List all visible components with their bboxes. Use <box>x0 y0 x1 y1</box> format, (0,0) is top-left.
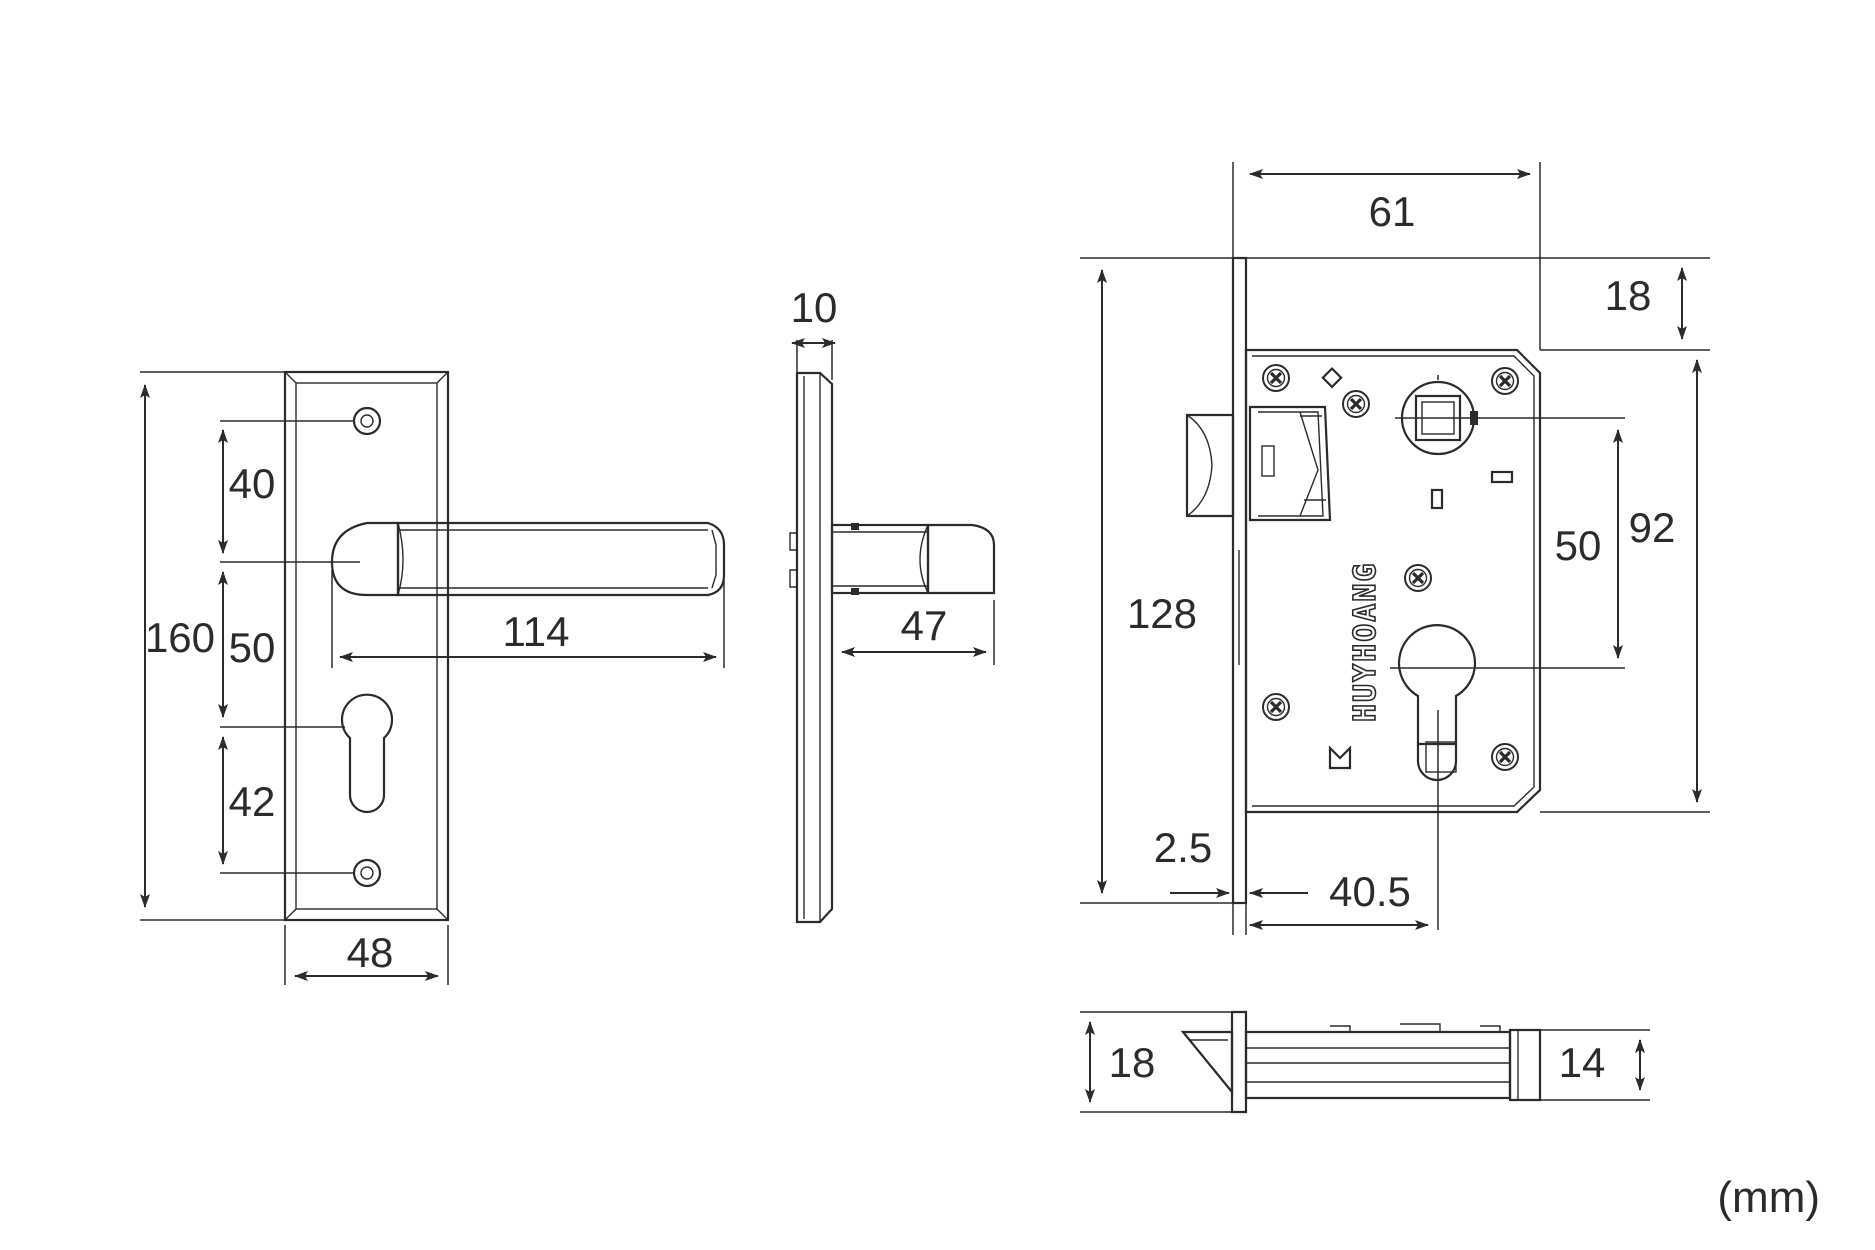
mortise-lock-body-view: HUYHOANG 61 18 128 50 92 2.5 40.5 <box>1080 162 1710 935</box>
dim-screw-to-handle: 40 <box>229 460 276 507</box>
screw-icon <box>1403 563 1433 593</box>
screw-icon <box>1490 742 1520 772</box>
dim-backset: 61 <box>1369 188 1416 235</box>
dim-plate-height: 160 <box>145 614 215 661</box>
dim-center-distance: 92 <box>1629 504 1676 551</box>
unit-label: (mm) <box>1717 1173 1820 1222</box>
dim-cylinder-to-screw: 42 <box>229 778 276 825</box>
dim-case-depth: 14 <box>1559 1039 1606 1086</box>
screw-icon <box>1490 366 1520 396</box>
bottom-screw-hole-icon <box>352 858 382 888</box>
mortise-lock-bottom-view: 18 14 <box>1080 1010 1650 1114</box>
dim-faceplate-width: 18 <box>1109 1039 1156 1086</box>
lock-cylinder-hole-icon <box>1397 624 1477 782</box>
dim-lever-length: 114 <box>503 608 570 655</box>
brand-label: HUYHOANG <box>1348 562 1383 723</box>
screw-icon <box>1261 692 1291 722</box>
dim-handle-cylinder-distance: 50 <box>1555 522 1602 569</box>
backplate-side-view: 10 47 <box>789 284 996 924</box>
screw-icon <box>1261 363 1291 393</box>
dim-plate-thickness: 10 <box>791 284 838 331</box>
dim-handle-to-cylinder: 50 <box>229 624 276 671</box>
top-screw-hole-icon <box>352 406 382 436</box>
lever-handle-icon <box>330 521 726 597</box>
latch-bolt-icon <box>1185 405 1332 522</box>
dim-plate-width: 48 <box>347 929 394 976</box>
backplate-front-view: 160 40 50 42 48 114 <box>140 370 726 985</box>
dim-case-height: 128 <box>1127 590 1197 637</box>
dim-top-offset: 18 <box>1605 272 1652 319</box>
dim-lever-projection: 47 <box>901 602 948 649</box>
dim-cylinder-backset: 40.5 <box>1329 868 1411 915</box>
cylinder-hole-icon <box>340 693 394 814</box>
screw-icon <box>1341 389 1371 419</box>
dim-faceplate-thickness: 2.5 <box>1154 824 1212 871</box>
